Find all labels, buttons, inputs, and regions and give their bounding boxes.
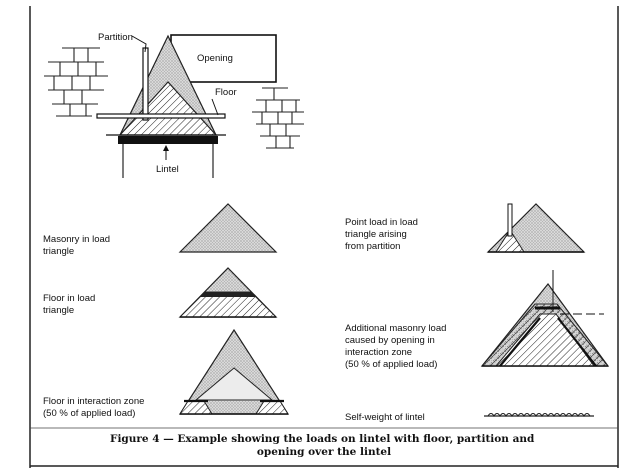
floor-pointer — [211, 98, 219, 116]
figure-caption: Figure 4 — Example showing the loads on … — [110, 433, 538, 458]
point-load-triangle — [486, 203, 586, 253]
floor-slab — [96, 113, 226, 119]
lintel-label: Lintel — [156, 164, 179, 175]
point-load-label: Point load in load triangle arising from… — [345, 217, 421, 252]
masonry-triangle — [178, 203, 278, 253]
lintel-arrowhead — [163, 145, 169, 151]
opening-label: Opening — [197, 53, 233, 64]
interaction-label: Floor in interaction zone (50 % of appli… — [43, 396, 147, 419]
floor-case-triangle — [178, 267, 278, 318]
partition-wall — [142, 47, 149, 121]
interaction-triangle — [178, 328, 290, 415]
lintel-beam — [118, 136, 218, 144]
floor-case-label: Floor in load triangle — [43, 293, 98, 316]
brick-wall-left — [44, 47, 108, 117]
partition-pointer — [131, 35, 147, 53]
additional-load-triangle — [480, 270, 610, 367]
masonry-label: Masonry in load triangle — [43, 234, 113, 257]
brick-wall-right — [252, 87, 304, 149]
self-weight-label: Self-weight of lintel — [345, 412, 425, 423]
partition-label: Partition — [98, 32, 133, 43]
floor-label: Floor — [215, 87, 237, 98]
additional-load-label: Additional masonry load caused by openin… — [345, 323, 449, 370]
self-weight-lintel — [484, 413, 594, 417]
